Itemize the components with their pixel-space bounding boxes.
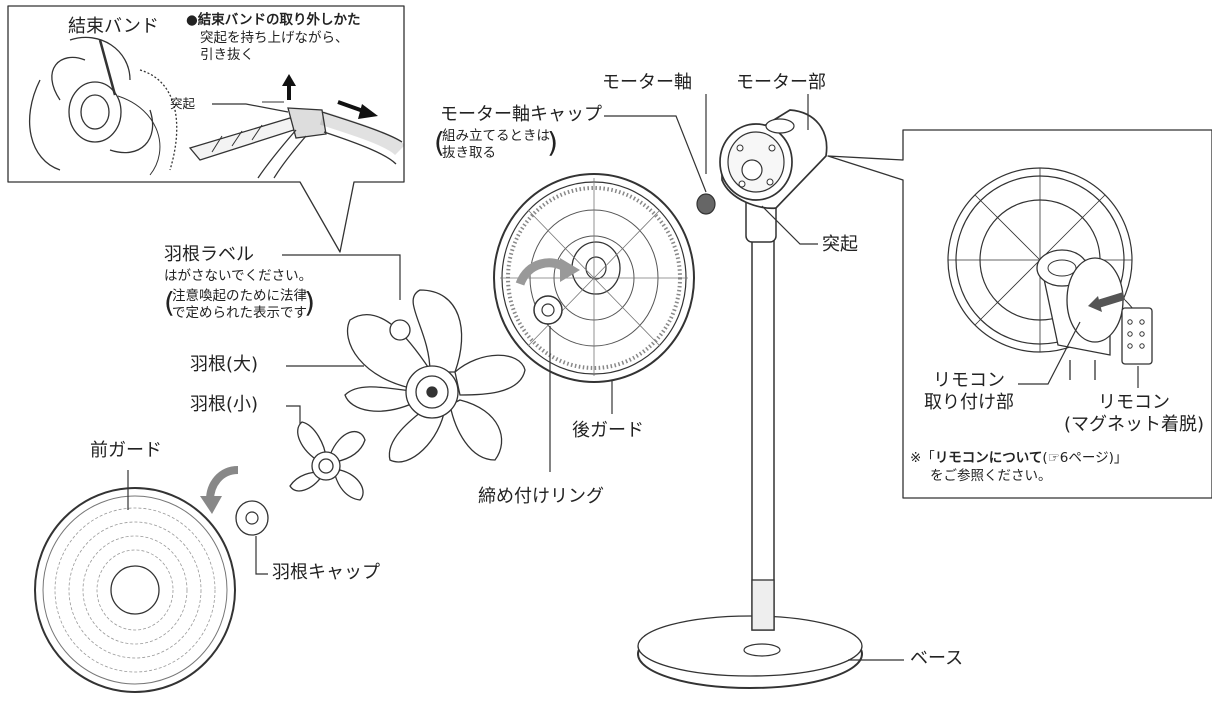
base-label: ベース [910, 648, 964, 669]
ref-prefix: ※「 [910, 450, 935, 466]
callout-protrusion-label: 突起 [170, 96, 196, 111]
blade-label-note: はがさないでください。 [164, 268, 313, 284]
fan-stand-sketch [637, 109, 863, 689]
blade-label-paren: 注意喚起のために法律 で定められた表示です [164, 288, 315, 322]
protrusion-label: 突起 [822, 234, 858, 255]
large-blade-sketch [344, 289, 526, 463]
blade-label-heading: 羽根ラベル [164, 244, 254, 265]
motor-shaft-cap-sketch [696, 193, 716, 215]
blade-label-paren-line1: 注意喚起のために法律 [172, 288, 307, 304]
remote-reference-line2: をご参照ください。 [930, 468, 1052, 484]
ref-bold: リモコンについて [934, 450, 1043, 466]
remote-label-line2: (マグネット着脱) [1064, 413, 1205, 435]
remote-mount-label: リモコン 取り付け部 [924, 370, 1014, 413]
callout-motor-sketch [1036, 249, 1126, 380]
blade-label-paren-line2: で定められた表示です [172, 304, 307, 321]
blade-cap-sketch [235, 500, 269, 536]
removal-line1: 突起を持ち上げながら、 [200, 30, 349, 46]
motor-shaft-cap-label: モーター軸キャップ [440, 104, 602, 125]
remote-control-sketch [1121, 307, 1153, 365]
remote-label-line1: リモコン [1098, 392, 1170, 413]
removal-title: ●結束バンドの取り外しかた [186, 12, 361, 28]
front-guard-label: 前ガード [90, 440, 162, 461]
rear-guard-label: 後ガード [572, 420, 644, 441]
remote-mount-line1: リモコン [933, 370, 1005, 391]
fastening-ring-label: 締め付けリング [478, 486, 604, 507]
ref-paren: (☞6ページ)」 [1042, 450, 1128, 466]
rear-guard-sketch [493, 173, 695, 383]
remote-label: リモコン (マグネット着脱) [1064, 392, 1204, 435]
front-guard-sketch [34, 487, 236, 693]
motor-shaft-cap-note: 組み立てるときは 抜き取る [434, 128, 558, 162]
remote-mount-line2: 取り付け部 [924, 391, 1014, 413]
blade-cap-label: 羽根キャップ [272, 562, 380, 583]
remote-reference-note: ※「リモコンについて(☞6ページ)」 [910, 450, 1127, 466]
motor-shaft-label: モーター軸 [602, 72, 692, 93]
blade-large-label: 羽根(大) [190, 354, 259, 375]
remote-callout [827, 129, 1212, 499]
band-label: 結束バンド [68, 16, 159, 37]
callout-fan-sketch [28, 36, 178, 176]
small-blade-sketch [289, 421, 366, 501]
motor-shaft-cap-note-line1: 組み立てるときは [442, 128, 550, 144]
motor-unit-label: モーター部 [736, 72, 826, 93]
zip-tie-sketch [188, 74, 405, 179]
fastening-ring-sketch [533, 295, 563, 325]
removal-line2: 引き抜く [200, 47, 254, 63]
motor-shaft-cap-note-line2: 抜き取る [442, 144, 496, 161]
blade-small-label: 羽根(小) [190, 394, 259, 415]
band-removal-callout [7, 5, 405, 253]
